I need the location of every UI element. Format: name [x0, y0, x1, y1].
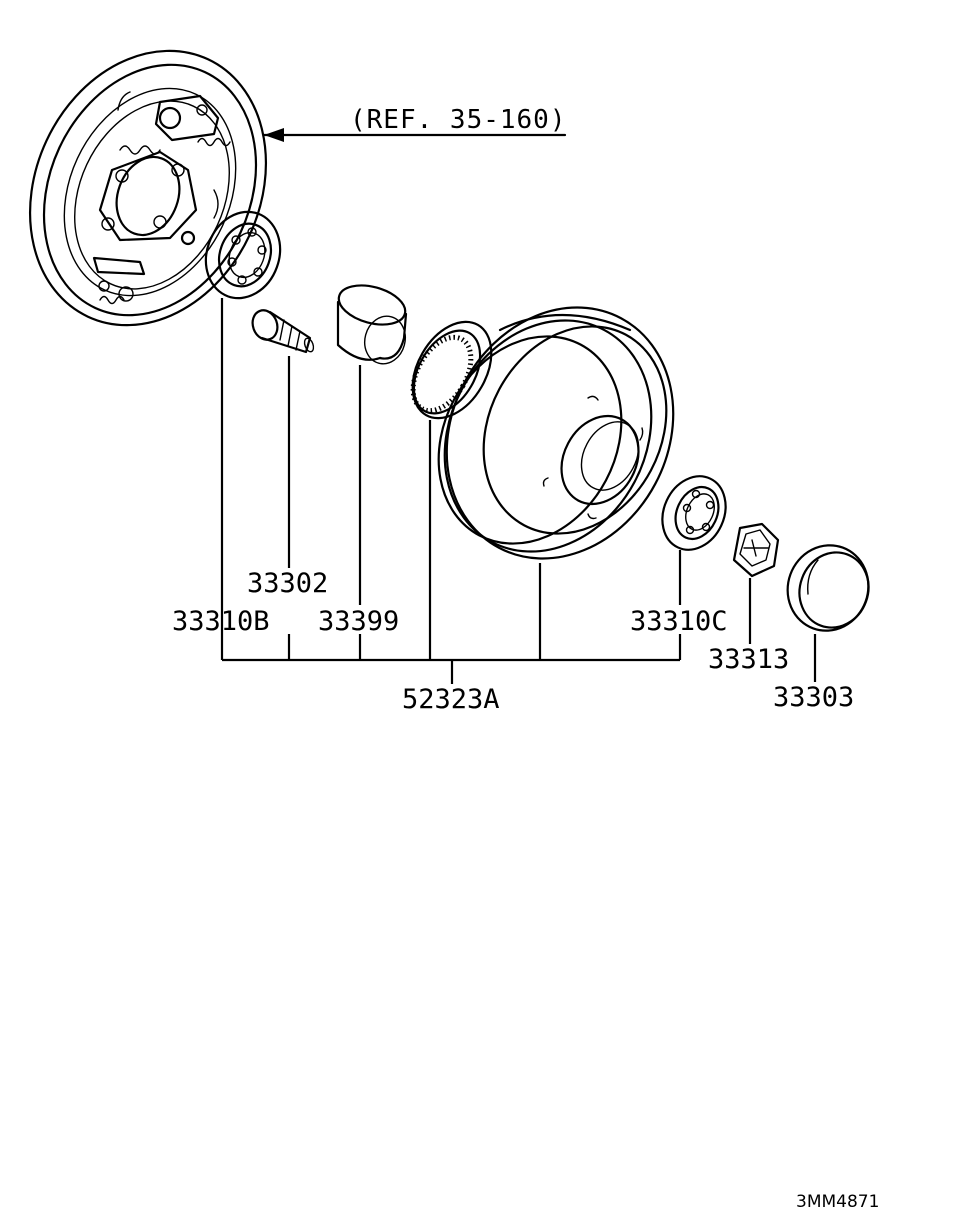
castle-nut: [732, 522, 780, 578]
outer-bearing: [661, 475, 727, 551]
label-52323A: 52323A: [402, 684, 500, 715]
brake-backing-plate: [28, 49, 268, 327]
hub-bolt: [251, 309, 315, 354]
label-33310B: 33310B: [172, 606, 270, 637]
label-33302: 33302: [247, 568, 328, 599]
leader-lines: [220, 298, 817, 684]
spacer: [336, 284, 408, 365]
diagram-code: 3MM4871: [796, 1192, 879, 1210]
reference-label: (REF. 35-160): [350, 105, 567, 135]
reference-arrow: [262, 128, 567, 142]
hub-cap: [786, 544, 870, 632]
label-33313: 33313: [708, 644, 789, 675]
label-33303: 33303: [773, 682, 854, 713]
label-33310C: 33310C: [630, 606, 728, 637]
label-33399: 33399: [318, 606, 399, 637]
brake-drum: [437, 306, 675, 560]
inner-bearing: [204, 210, 282, 300]
